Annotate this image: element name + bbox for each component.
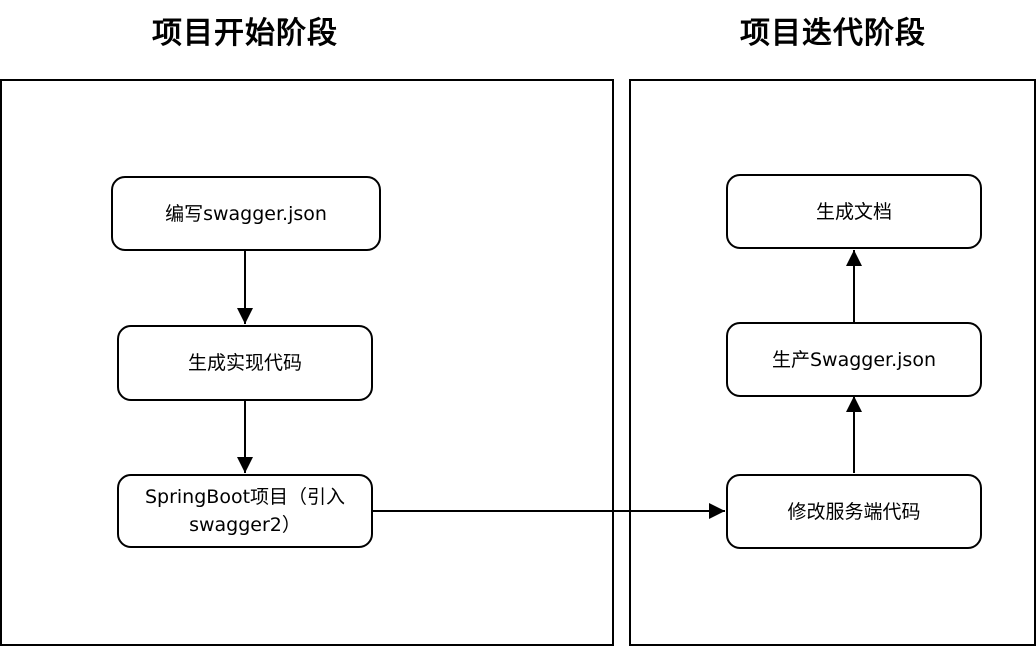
node-modify-server-code[interactable]: 修改服务端代码 [726,474,982,549]
node-springboot-project[interactable]: SpringBoot项目（引入swagger2） [117,474,373,548]
node-generate-code[interactable]: 生成实现代码 [117,325,373,401]
node-label: 修改服务端代码 [787,500,921,523]
node-label: 生成实现代码 [187,352,302,374]
node-write-swagger[interactable]: 编写swagger.json [111,176,381,251]
node-label: 生成文档 [815,200,892,223]
node-label: 生产Swagger.json [771,348,936,371]
node-produce-swagger[interactable]: 生产Swagger.json [726,322,982,397]
phase-title-iterate: 项目迭代阶段 [740,16,926,51]
node-label: 编写swagger.json [165,202,327,225]
node-generate-docs[interactable]: 生成文档 [726,174,982,249]
node-label: SpringBoot项目（引入swagger2） [144,486,346,536]
phase-title-start: 项目开始阶段 [152,16,338,51]
